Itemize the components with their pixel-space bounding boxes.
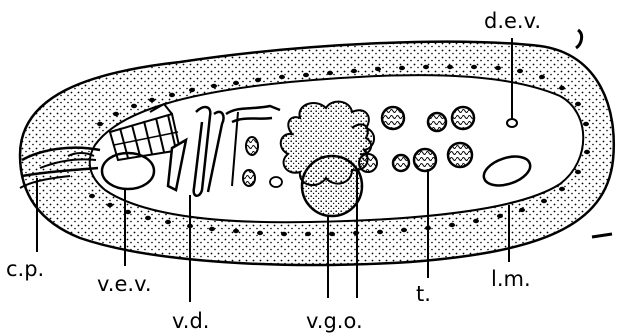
- scale-mark: [592, 234, 612, 237]
- small-oval-body: [270, 177, 282, 187]
- label-vd: v.d.: [172, 309, 209, 333]
- dorsal-excretory-vesicle: [507, 119, 517, 127]
- small-round-organ: [359, 154, 377, 172]
- small-oval-body: [243, 170, 255, 186]
- label-vev: v.e.v.: [97, 272, 152, 296]
- label-cp: c.p.: [6, 257, 44, 281]
- small-oval-body: [246, 137, 258, 155]
- label-vgo: v.g.o.: [306, 309, 363, 333]
- label-dev: d.e.v.: [484, 9, 541, 33]
- apostrophe-mark: [576, 30, 582, 48]
- label-lm: l.m.: [491, 267, 531, 291]
- germarium: [302, 156, 362, 216]
- label-t: t.: [416, 282, 431, 306]
